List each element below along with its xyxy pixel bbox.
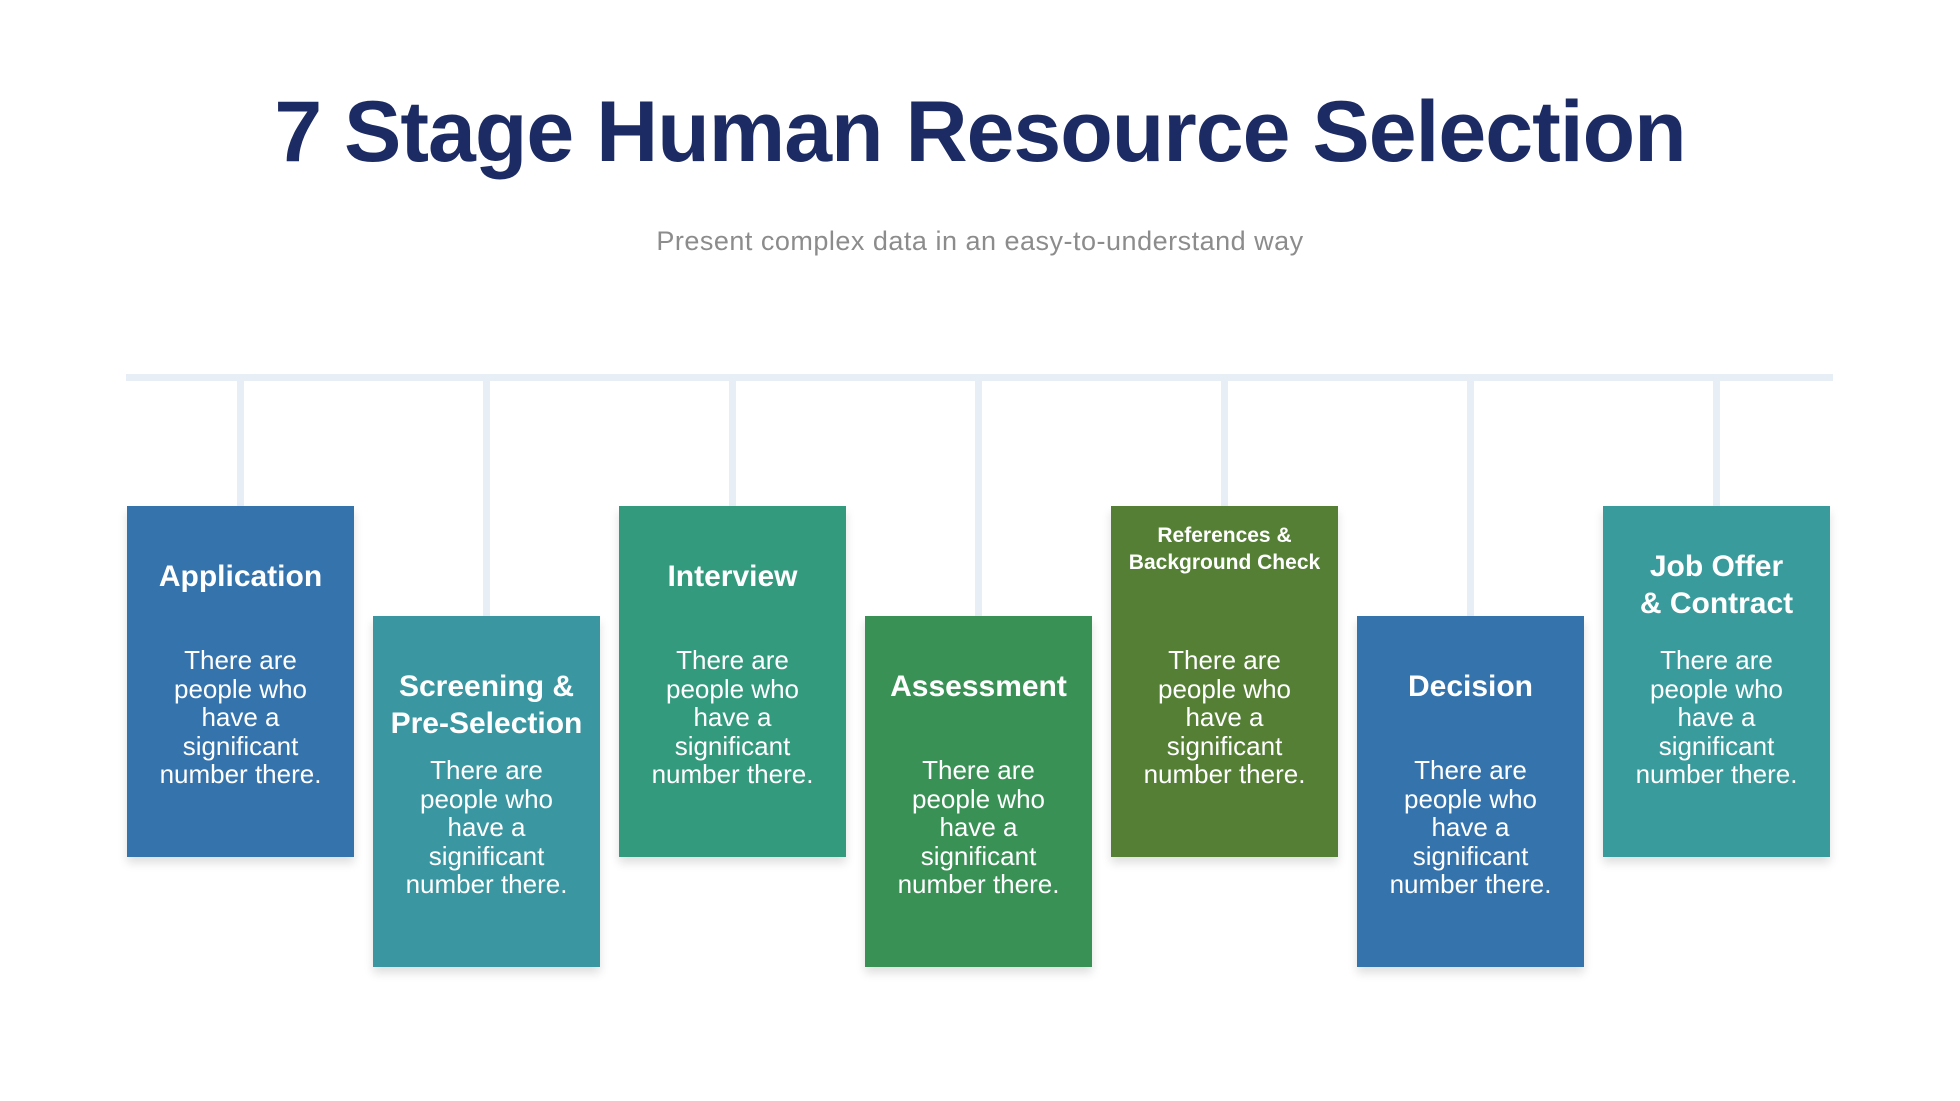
- stage-title-references-background-check: References & Background Check: [1128, 524, 1321, 574]
- stage-body-screening-pre-selection: There are people who have a significant …: [405, 755, 568, 899]
- page-subtitle: Present complex data in an easy-to-under…: [656, 226, 1304, 256]
- stage-card-interview: Interview There are people who have a si…: [619, 506, 846, 857]
- connector-line-interview: [729, 377, 736, 509]
- stage-body-assessment: There are people who have a significant …: [897, 755, 1060, 899]
- stage-card-decision: Decision There are people who have a sig…: [1357, 616, 1584, 967]
- stage-title-decision: Decision: [1407, 670, 1534, 703]
- stage-body-job-offer-contract: There are people who have a significant …: [1635, 645, 1798, 789]
- connector-line-assessment: [975, 377, 982, 619]
- connector-line-references: [1221, 377, 1228, 509]
- stage-title-job-offer-contract: Job Offer & Contract: [1639, 550, 1794, 620]
- stage-body-decision: There are people who have a significant …: [1389, 755, 1552, 899]
- stage-title-application: Application: [158, 560, 323, 593]
- stage-card-references-background-check: References & Background Check There are …: [1111, 506, 1338, 857]
- connector-line-application: [237, 377, 244, 509]
- stage-body-application: There are people who have a significant …: [159, 645, 322, 789]
- stage-body-interview: There are people who have a significant …: [651, 645, 814, 789]
- stage-card-screening-pre-selection: Screening & Pre-Selection There are peop…: [373, 616, 600, 967]
- stage-card-job-offer-contract: Job Offer & Contract There are people wh…: [1603, 506, 1830, 857]
- stage-body-references-background-check: There are people who have a significant …: [1143, 645, 1306, 789]
- stage-card-application: Application There are people who have a …: [127, 506, 354, 857]
- stage-card-assessment: Assessment There are people who have a s…: [865, 616, 1092, 967]
- stage-title-screening-pre-selection: Screening & Pre-Selection: [390, 670, 583, 740]
- connector-line-screening: [483, 377, 490, 619]
- page-title: 7 Stage Human Resource Selection: [274, 84, 1686, 180]
- stage-title-assessment: Assessment: [890, 670, 1067, 703]
- stage-title-interview: Interview: [667, 560, 798, 593]
- connector-line-job-offer: [1713, 377, 1720, 509]
- connector-line-decision: [1467, 377, 1474, 619]
